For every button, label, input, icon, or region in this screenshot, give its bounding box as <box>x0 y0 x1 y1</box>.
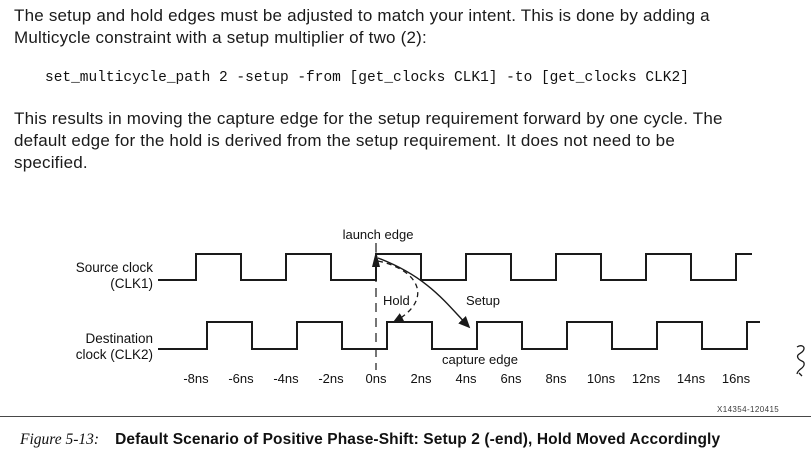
hold-arrow <box>377 260 419 323</box>
axis-tick-label: 6ns <box>500 371 522 386</box>
axis-tick-label: -6ns <box>228 371 254 386</box>
capture-edge-label: capture edge <box>442 352 518 367</box>
paragraph-setup-hold-intro: The setup and hold edges must be adjuste… <box>14 5 710 49</box>
paragraph-capture-edge-explanation: This results in moving the capture edge … <box>14 108 723 174</box>
axis-tick-label: 0ns <box>365 371 387 386</box>
axis-tick-label: -8ns <box>183 371 209 386</box>
axis-tick-label: 4ns <box>455 371 477 386</box>
axis-tick-label: 8ns <box>545 371 567 386</box>
pointer-cursor-glyph <box>796 345 805 377</box>
source-clock-label: Source clock (CLK1) <box>75 260 153 291</box>
source-clock-waveform <box>158 253 752 281</box>
launch-edge-arrowhead <box>372 251 380 267</box>
axis-tick-label: -2ns <box>318 371 344 386</box>
figure-image-id: X14354-120415 <box>717 405 780 414</box>
figure-caption: Figure 5-13: Default Scenario of Positive… <box>20 431 720 449</box>
hold-label: Hold <box>383 293 410 308</box>
destination-clock-label: Destination clock (CLK2) <box>75 331 153 362</box>
axis-tick-label: -4ns <box>273 371 299 386</box>
figure-title: Default Scenario of Positive Phase-Shift… <box>115 431 721 448</box>
axis-tick-label: 2ns <box>410 371 432 386</box>
figure-number: Figure 5-13: <box>20 431 100 448</box>
axis-tick-label: 10ns <box>586 371 616 386</box>
paragraph-line: Multicycle constraint with a setup multi… <box>14 28 427 47</box>
paragraph-line: This results in moving the capture edge … <box>14 109 723 128</box>
caption-divider <box>0 416 811 417</box>
paragraph-line: The setup and hold edges must be adjuste… <box>14 6 710 25</box>
axis-tick-label: 14ns <box>676 371 706 386</box>
destination-clock-waveform <box>158 321 760 350</box>
setup-arrow <box>377 257 471 329</box>
axis-tick-label: 16ns <box>721 371 751 386</box>
setup-label: Setup <box>466 293 500 308</box>
launch-edge-label: launch edge <box>342 227 414 242</box>
paragraph-line: default edge for the hold is derived fro… <box>14 131 675 150</box>
axis-tick-label: 12ns <box>631 371 661 386</box>
tcl-command-line: set_multicycle_path 2 -setup -from [get_… <box>45 70 689 86</box>
paragraph-line: specified. <box>14 153 88 172</box>
